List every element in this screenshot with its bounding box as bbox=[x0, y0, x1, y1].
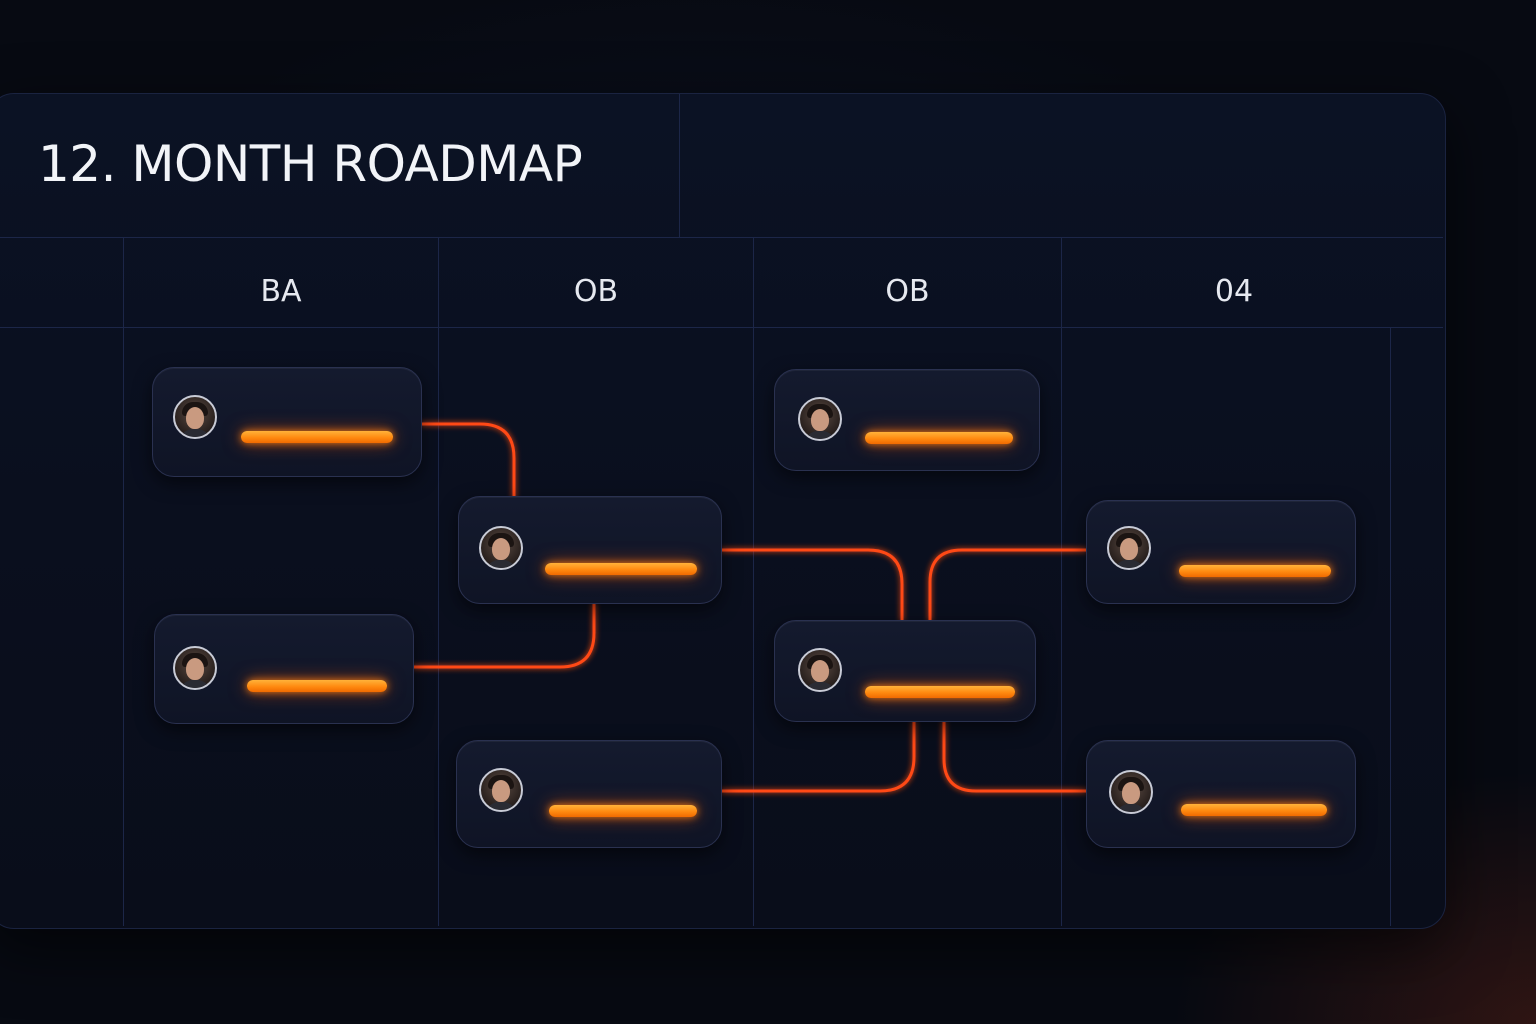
column-header-4: 04 bbox=[1214, 274, 1254, 309]
roadmap-card-3[interactable] bbox=[458, 496, 722, 604]
progress-bar bbox=[545, 563, 697, 575]
avatar-icon bbox=[1107, 526, 1151, 570]
column-divider-1 bbox=[438, 238, 439, 926]
avatar-icon bbox=[798, 397, 842, 441]
avatar-icon bbox=[1109, 770, 1153, 814]
avatar-icon bbox=[173, 646, 217, 690]
roadmap-card-8[interactable] bbox=[1086, 740, 1356, 848]
roadmap-card-2[interactable] bbox=[154, 614, 414, 724]
column-header-2: OB bbox=[573, 274, 619, 309]
progress-bar bbox=[247, 680, 387, 692]
header-divider bbox=[0, 237, 1443, 238]
column-divider-2 bbox=[753, 238, 754, 926]
progress-bar bbox=[241, 431, 393, 443]
roadmap-card-6[interactable] bbox=[774, 620, 1036, 722]
column-divider-3 bbox=[1061, 238, 1062, 926]
roadmap-card-7[interactable] bbox=[1086, 500, 1356, 604]
column-header-divider bbox=[0, 327, 1443, 328]
column-divider-4 bbox=[1390, 328, 1391, 926]
roadmap-card-4[interactable] bbox=[456, 740, 722, 848]
roadmap-card-1[interactable] bbox=[152, 367, 422, 477]
progress-bar bbox=[865, 432, 1013, 444]
column-header-3: OB bbox=[885, 274, 930, 309]
roadmap-card-5[interactable] bbox=[774, 369, 1040, 471]
avatar-icon bbox=[479, 526, 523, 570]
column-divider-0 bbox=[123, 238, 124, 926]
progress-bar bbox=[1181, 804, 1327, 816]
progress-bar bbox=[1179, 565, 1331, 577]
title-divider bbox=[679, 94, 680, 237]
avatar-icon bbox=[173, 395, 217, 439]
page-title: 12. MONTH ROADMAP bbox=[38, 135, 583, 193]
avatar-icon bbox=[798, 648, 842, 692]
column-header-1: BA bbox=[260, 274, 302, 309]
progress-bar bbox=[865, 686, 1015, 698]
progress-bar bbox=[549, 805, 697, 817]
avatar-icon bbox=[479, 768, 523, 812]
